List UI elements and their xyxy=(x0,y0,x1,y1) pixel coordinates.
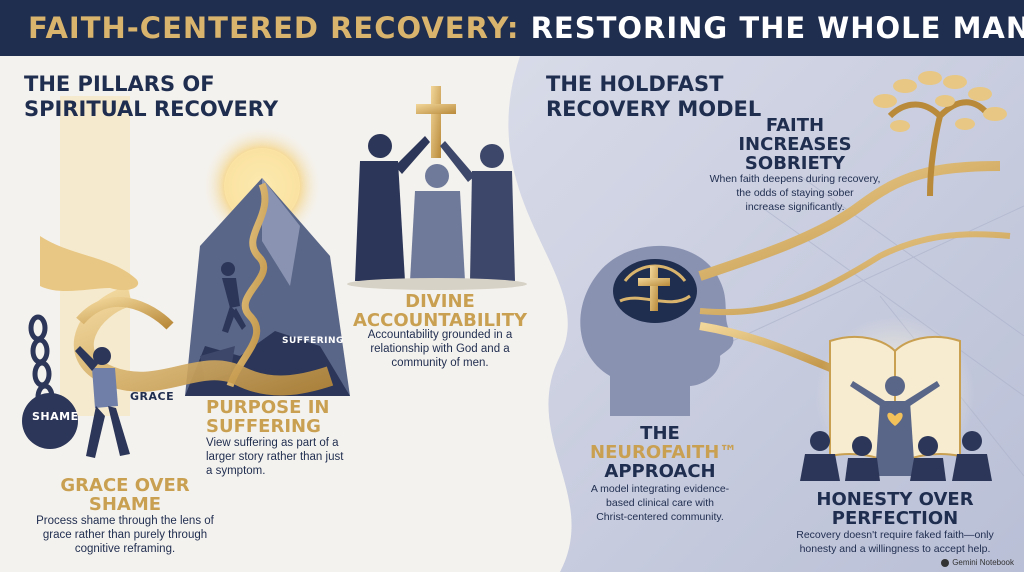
grace-caption: GRACE xyxy=(130,390,175,403)
shame-caption: SHAME xyxy=(32,410,79,423)
suffering-caption: SUFFERING xyxy=(282,336,344,346)
faith-increases-sobriety-title: FAITH INCREASES SOBRIETY xyxy=(738,115,852,174)
reaching-hand xyxy=(40,236,139,292)
freed-man-figure xyxy=(75,346,130,458)
background-art xyxy=(22,56,1024,572)
header-banner: FAITH-CENTERED RECOVERY: RESTORING THE W… xyxy=(0,0,1024,56)
head-profile-illustration xyxy=(580,245,734,416)
neurofaith-approach-title: THE NEUROFAITH™ APPROACH xyxy=(590,423,738,482)
three-men-cross-illustration xyxy=(347,86,527,290)
grace-ribbon xyxy=(73,286,334,396)
purpose-in-suffering-desc: View suffering as part of a larger story… xyxy=(206,437,344,477)
title-part-2: RESTORING THE WHOLE MAN xyxy=(530,11,1024,45)
faith-increases-sobriety-desc: When faith deepens during recovery, the … xyxy=(709,173,881,213)
neurofaith-approach-desc: A model integrating evidence- based clin… xyxy=(590,483,730,523)
page-title: FAITH-CENTERED RECOVERY: RESTORING THE W… xyxy=(28,11,1024,45)
watermark: Gemini Notebook xyxy=(941,558,1014,567)
group-of-men-illustration xyxy=(800,431,992,481)
tree-illustration xyxy=(873,71,1007,197)
root-path-to-tree xyxy=(698,161,1001,281)
honesty-over-perfection-title: HONESTY OVER PERFECTION xyxy=(816,489,974,529)
right-section-title: THE HOLDFAST RECOVERY MODEL xyxy=(546,72,762,121)
grace-over-shame-title: GRACE OVER SHAME xyxy=(60,475,190,515)
purpose-in-suffering-title: PURPOSE IN SUFFERING xyxy=(206,397,330,437)
divine-accountability-title: DIVINE ACCOUNTABILITY xyxy=(352,291,528,331)
mountain-illustration xyxy=(185,178,350,396)
left-section-title: THE PILLARS OF SPIRITUAL RECOVERY xyxy=(24,72,279,121)
notebook-logo-icon xyxy=(941,558,950,567)
shame-weight xyxy=(22,393,78,449)
title-part-1: FAITH-CENTERED RECOVERY: xyxy=(28,11,520,45)
open-book-illustration xyxy=(815,316,975,476)
divine-accountability-desc: Accountability grounded in a relationshi… xyxy=(367,329,513,369)
grace-over-shame-desc: Process shame through the lens of grace … xyxy=(36,515,214,555)
honesty-over-perfection-desc: Recovery doesn't require faked faith—onl… xyxy=(796,529,994,555)
climber-figure xyxy=(221,262,246,333)
